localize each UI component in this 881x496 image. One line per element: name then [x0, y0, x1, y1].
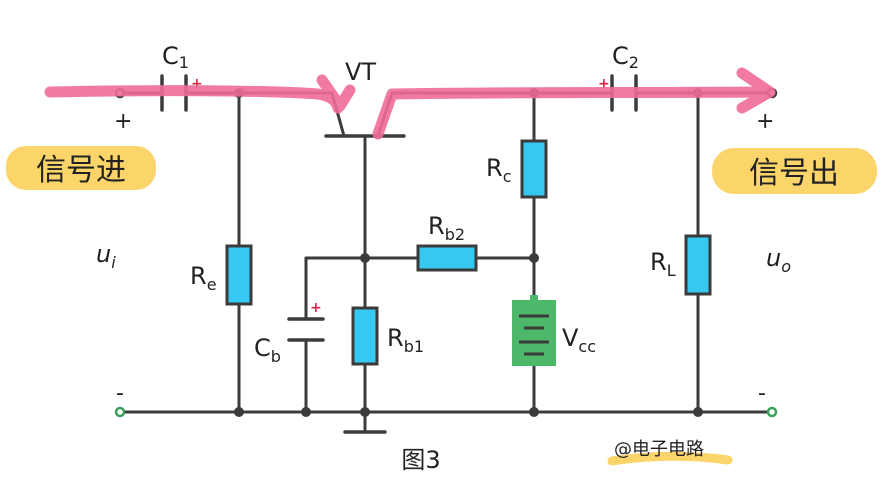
label-cb: Cb — [254, 334, 281, 366]
resistor-re — [225, 244, 253, 306]
input-arrowhead — [316, 74, 356, 112]
resistor-rb1 — [351, 306, 379, 366]
resistor-rb2 — [416, 244, 478, 272]
signal-out-tag-bg — [712, 148, 877, 194]
resistors — [225, 139, 712, 366]
resistor-rl — [684, 234, 712, 296]
label-rb1: Rb1 — [387, 324, 424, 356]
label-vt: VT — [345, 58, 376, 86]
label-rc: Rc — [486, 154, 511, 186]
battery-vcc — [512, 295, 556, 366]
input-terminal-bottom — [114, 406, 126, 418]
watermark: @电子电路 — [614, 439, 704, 460]
label-uo: uo — [766, 244, 791, 276]
svg-text:+: + — [191, 76, 203, 92]
output-signal-arrow — [372, 86, 776, 140]
capacitor-cb: + — [287, 300, 325, 342]
label-c1: C1 — [162, 42, 189, 72]
signal-in-tag: 信号进 — [36, 153, 126, 188]
signal-path — [44, 67, 776, 140]
label-re: Re — [190, 262, 217, 294]
input-signal-arrow — [44, 85, 344, 114]
output-plus-mark: + — [756, 109, 774, 134]
label-vcc: Vcc — [562, 324, 596, 356]
label-rb2: Rb2 — [428, 212, 465, 244]
svg-text:+: + — [598, 76, 610, 92]
signal-in-tag-bg — [6, 146, 156, 190]
output-minus-mark: - — [758, 381, 766, 406]
output-terminal-bottom — [766, 406, 778, 418]
label-c2: C2 — [612, 42, 639, 72]
figure-caption: 图3 — [401, 446, 440, 474]
signal-out-tag: 信号出 — [749, 156, 839, 191]
input-minus-mark: - — [116, 381, 124, 406]
label-rl: RL — [650, 248, 676, 280]
watermark-underline — [607, 451, 733, 466]
svg-text:+: + — [310, 300, 322, 316]
resistor-rc — [520, 139, 548, 199]
input-plus-mark: + — [114, 109, 132, 134]
label-ui: ui — [96, 240, 116, 272]
output-arrowhead — [736, 67, 776, 114]
